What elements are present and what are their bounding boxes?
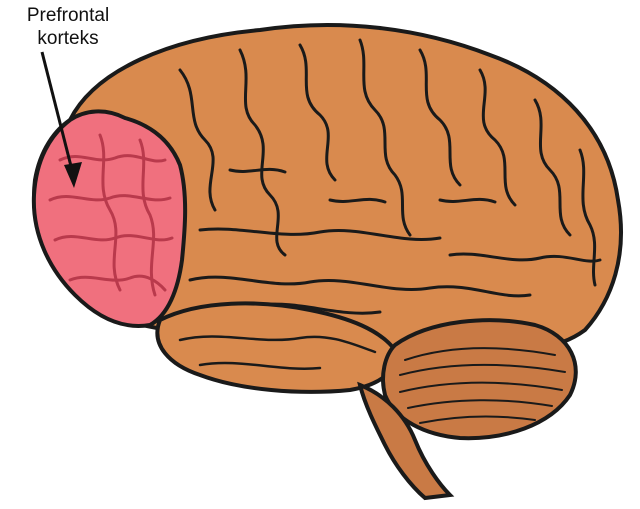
- temporal-lobe: [155, 301, 398, 394]
- prefrontal-cortex-region: [31, 109, 188, 328]
- label-line-1: Prefrontal: [26, 5, 110, 26]
- brainstem: [357, 381, 455, 501]
- prefrontal-cortex-label: Prefrontal korteks: [8, 4, 128, 50]
- label-pointer-arrow: [40, 51, 82, 188]
- label-line-2: korteks: [37, 28, 99, 49]
- cerebellum: [381, 318, 578, 441]
